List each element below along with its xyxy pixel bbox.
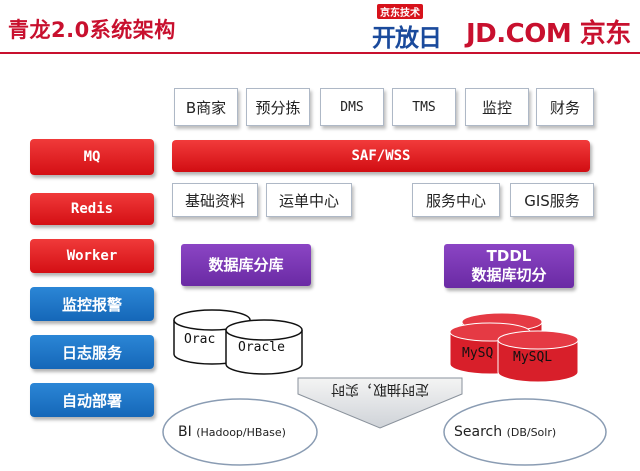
page-title: 青龙2.0系统架构 [8,18,176,42]
search-ellipse [443,398,607,466]
app-monitoring: 监控 [465,88,529,126]
oracle-cylinder-front [225,319,303,375]
extract-arrow-label: 定时抽取，实时 [331,381,429,397]
saf-wss-bar: SAF/WSS [172,140,590,172]
app-dms: DMS [320,88,384,126]
oracle-back-label: Orac [184,332,216,347]
app-b-merchant: B商家 [174,88,238,126]
app-pre-sorting: 预分拣 [246,88,310,126]
oracle-front-label: Oracle [238,340,285,355]
mysql-cylinders [449,312,579,383]
component-mq: MQ [30,139,154,175]
db-sharding-box: 数据库分库 [181,244,311,286]
app-finance: 财务 [536,88,594,126]
search-label: Search (DB/Solr) [454,424,556,440]
tddl-label: TDDL [486,247,532,265]
service-service-center: 服务中心 [412,183,500,217]
tddl-box: TDDL 数据库切分 [444,244,574,288]
component-auto-deploy: 自动部署 [30,383,154,417]
component-worker: Worker [30,239,154,273]
app-tms: TMS [392,88,456,126]
tddl-subtitle: 数据库切分 [471,266,547,284]
search-name: Search [454,424,503,440]
oracle-cylinders [173,309,303,375]
jd-brand-logo: JD.COM 京东 [466,19,631,49]
bi-label: BI (Hadoop/HBase) [178,424,286,440]
bi-name: BI [178,424,192,440]
search-detail: (DB/Solr) [506,426,557,439]
component-monitoring-alert: 监控报警 [30,287,154,321]
bi-detail: (Hadoop/HBase) [196,426,286,439]
db-sharding-label: 数据库分库 [208,255,284,274]
mysql-front-label: MySQL [513,350,553,365]
jd-tech-tagline: 京东技术 [377,4,423,19]
service-gis: GIS服务 [510,183,594,217]
component-redis: Redis [30,193,154,225]
mysql-back-label: MySQ [462,346,494,361]
service-waybill-center: 运单中心 [266,183,352,217]
bi-ellipse [162,398,318,466]
mysql-cylinder-front [497,330,579,383]
component-log-service: 日志服务 [30,335,154,369]
jd-open-day-logo: 开放日 [372,24,442,52]
header-divider [0,52,640,54]
service-basic-data: 基础资料 [172,183,258,217]
extract-arrow [297,377,463,429]
